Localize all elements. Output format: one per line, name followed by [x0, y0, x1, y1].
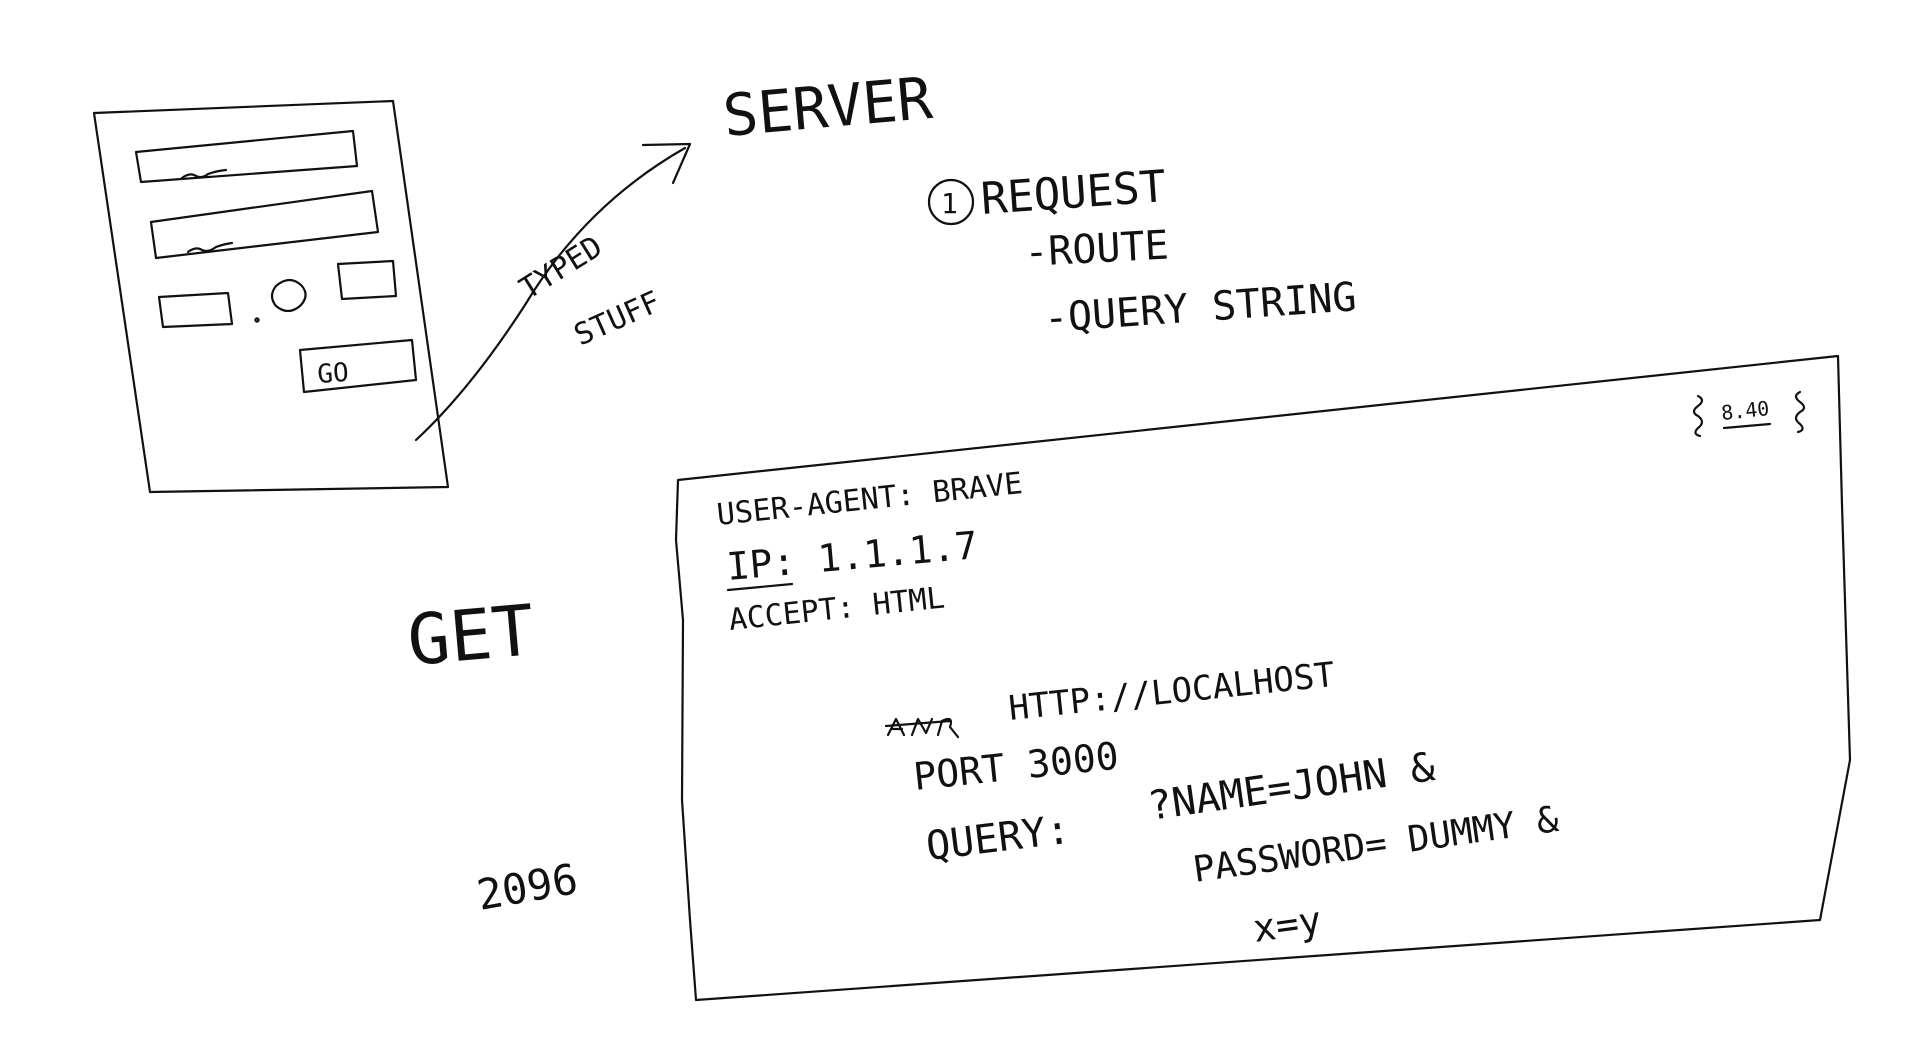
- go-button-sketch: [298, 338, 418, 394]
- address-value: HTTP://LOCALHOST: [1007, 655, 1337, 729]
- arrow-label-typed: TYPED: [514, 229, 609, 307]
- request-box-outline: [674, 354, 1852, 1002]
- header-accept: ACCEPT: HTML: [727, 580, 946, 637]
- form-field-2-scribble: [186, 241, 234, 254]
- port-value: PORT 3000: [911, 734, 1120, 799]
- form-text-field-1: [134, 129, 359, 184]
- corner-note-underline: [1722, 422, 1772, 430]
- form-box-middle: [270, 278, 307, 313]
- server-title: SERVER: [720, 64, 935, 150]
- form-page-outline: [92, 99, 450, 494]
- request-part-query-string: -QUERY STRING: [1042, 274, 1358, 342]
- request-title: REQUEST: [979, 161, 1168, 225]
- query-line-3: x=y: [1250, 898, 1324, 951]
- arrow-label-stuff: STUFF: [569, 285, 666, 354]
- form-dot: [254, 317, 260, 323]
- query-label: QUERY:: [924, 807, 1073, 870]
- web-form-sketch: GO: [92, 99, 450, 494]
- request-details-box: 8.40 USER-AGENT: BRAVE IP: 1.1.1.7 ACCEP…: [674, 354, 1852, 1002]
- side-note-number: 2096: [473, 854, 581, 920]
- corner-note: 8.40: [1720, 396, 1770, 425]
- request-number: 1: [941, 187, 958, 220]
- query-line-1: ?NAME=JOHN &: [1145, 744, 1438, 830]
- header-user-agent: USER-AGENT: BRAVE: [715, 466, 1024, 533]
- request-notes: 1 REQUEST -ROUTE -QUERY STRING: [927, 161, 1358, 342]
- header-ip: IP: 1.1.1.7: [725, 523, 980, 589]
- corner-brace-right: [1794, 390, 1806, 434]
- request-number-circle: [927, 178, 975, 226]
- form-field-1-scribble: [180, 168, 228, 180]
- arrow-line: [414, 146, 687, 442]
- http-method-label: GET: [404, 589, 537, 682]
- go-button-label: GO: [316, 358, 349, 390]
- arrow-head: [641, 142, 692, 185]
- form-box-right: [336, 259, 398, 301]
- corner-brace-left: [1692, 394, 1704, 438]
- request-arrow: TYPED STUFF: [414, 142, 692, 442]
- form-text-field-2: [149, 189, 380, 260]
- ip-underline: [726, 582, 794, 592]
- form-box-left: [157, 291, 234, 329]
- struck-word: [886, 717, 960, 739]
- struck-word-line: [884, 719, 952, 728]
- request-part-route: -ROUTE: [1023, 222, 1170, 275]
